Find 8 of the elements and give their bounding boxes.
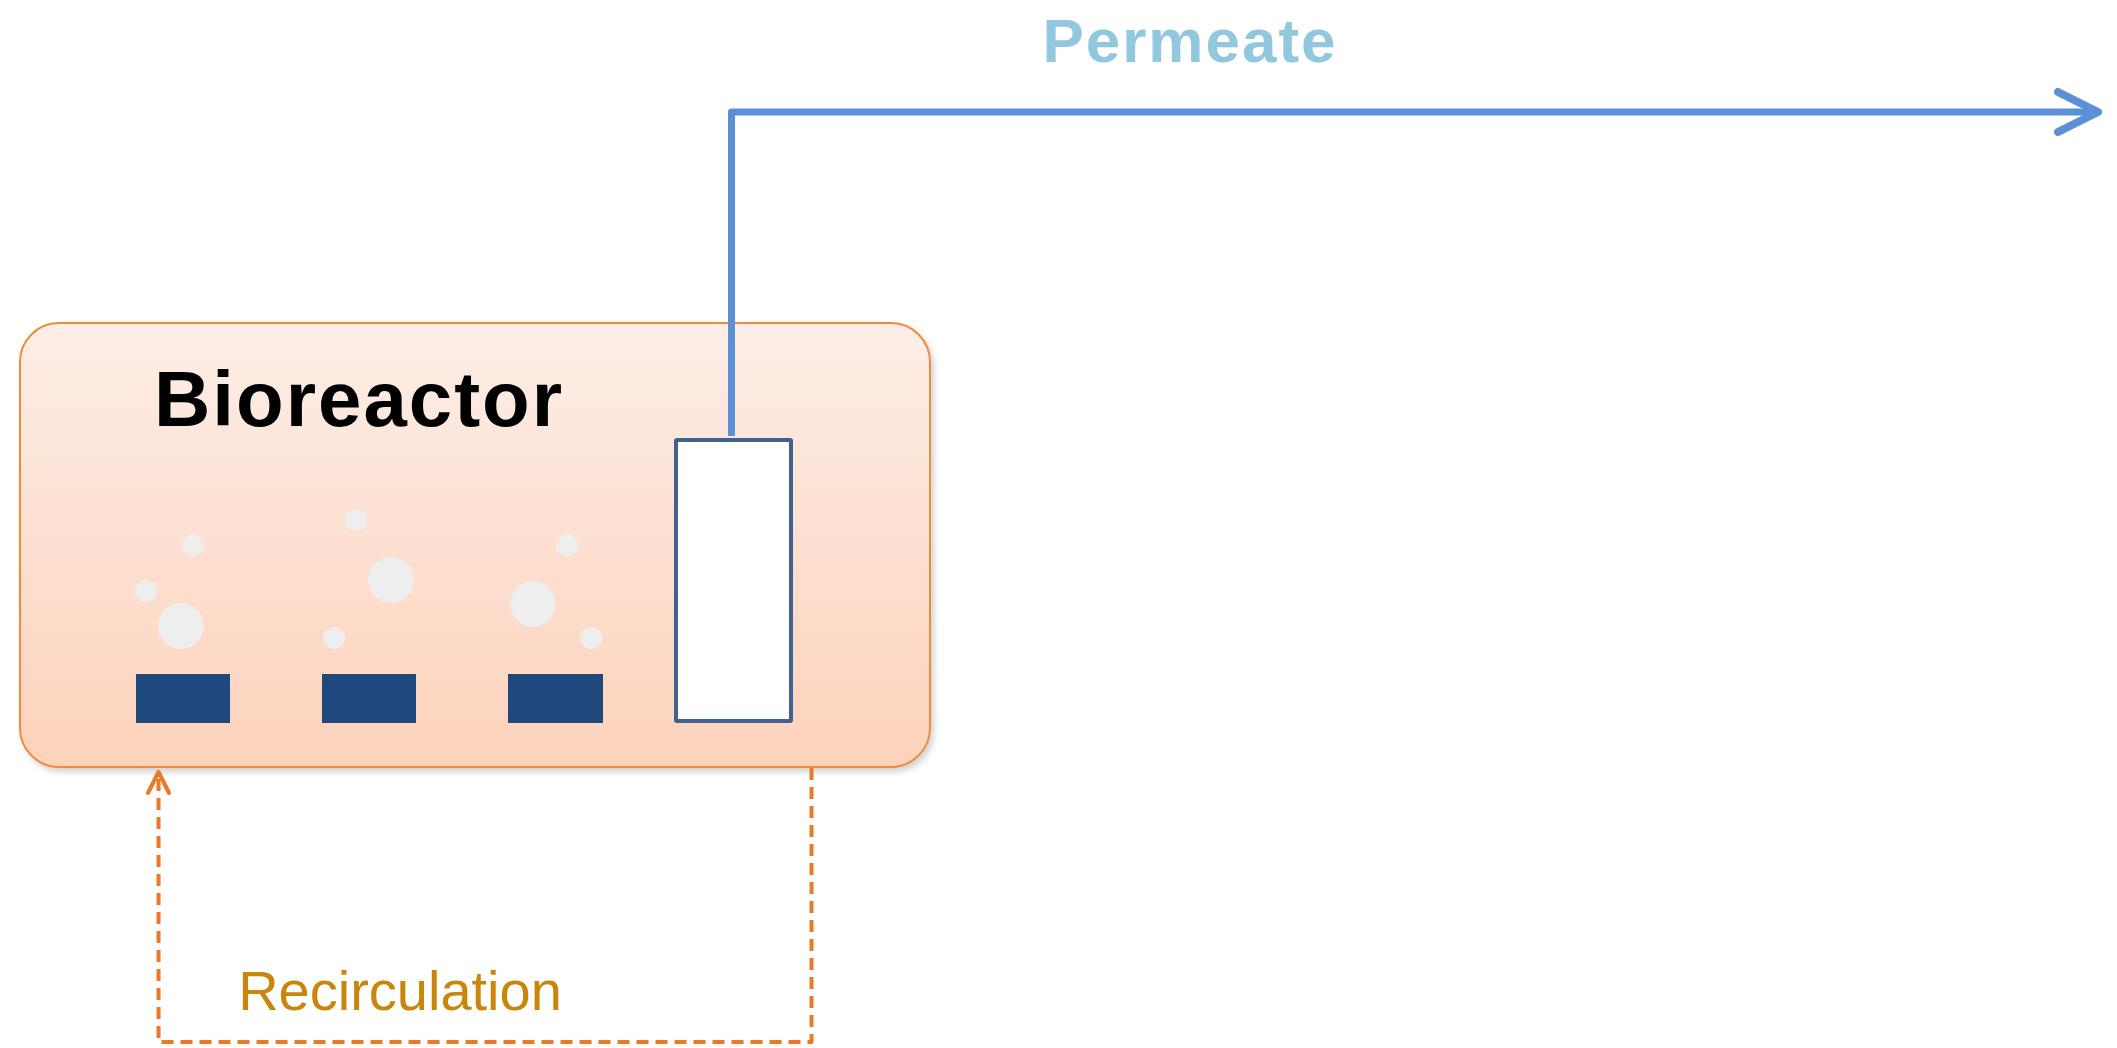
- membrane-module: [674, 438, 793, 723]
- arrow: [146, 768, 814, 1044]
- arrow: [728, 88, 2102, 436]
- tank-title: Bioreactor: [154, 354, 565, 445]
- diffuser-bar: [322, 674, 416, 723]
- diffuser-bar: [508, 674, 603, 723]
- bioreactor-tank: [19, 322, 931, 768]
- diffuser-bar: [136, 674, 230, 723]
